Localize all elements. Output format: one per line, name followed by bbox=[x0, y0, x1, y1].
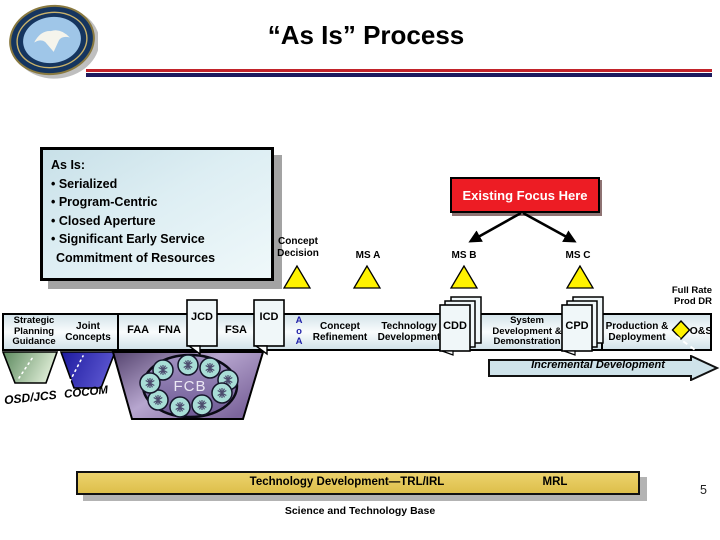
doc-cpd: CPD bbox=[561, 296, 605, 356]
process-bar: Strategic Planning Guidance Joint Concep… bbox=[2, 313, 712, 351]
phase-fsa: FSA bbox=[225, 324, 247, 336]
fcb-board bbox=[111, 351, 265, 420]
st-base-label: Science and Technology Base bbox=[284, 505, 436, 517]
fcb-member-icon bbox=[139, 372, 161, 394]
phase-os: O&S bbox=[689, 325, 713, 337]
doc-icd-label: ICD bbox=[259, 311, 279, 323]
fcb-member-icon bbox=[199, 357, 221, 379]
stakeholder-funnels bbox=[1, 351, 117, 389]
document-stack-icon bbox=[561, 296, 604, 356]
focus-arrow-right bbox=[522, 211, 577, 243]
doc-cdd-label: CDD bbox=[443, 320, 467, 332]
mrl-label: MRL bbox=[542, 476, 568, 488]
doc-cpd-label: CPD bbox=[565, 320, 589, 332]
phase-concept-refinement: Concept Refinement bbox=[312, 321, 368, 343]
funnel-osd-jcs bbox=[1, 351, 59, 384]
phase-technology-development: Technology Development bbox=[377, 321, 441, 343]
fcb-member-icon bbox=[177, 354, 199, 376]
bar-divider bbox=[117, 315, 119, 349]
as-is-line: • Serialized bbox=[51, 176, 118, 191]
doc-jcd: JCD bbox=[186, 299, 218, 357]
tech-dev-bar-label: Technology Development—TRL/IRL bbox=[249, 476, 445, 488]
milestone-label-ms-b: MS B bbox=[451, 250, 477, 261]
full-rate-prod-dr-label: Full Rate Prod DR bbox=[671, 285, 712, 307]
funnel-highlight bbox=[18, 356, 34, 379]
milestone-label-concept-decision: Concept Decision bbox=[277, 236, 319, 259]
as-is-line: • Significant Early Service bbox=[51, 232, 205, 246]
funnel-highlight bbox=[69, 355, 84, 382]
document-icon bbox=[186, 299, 218, 356]
as-is-line: As Is: bbox=[51, 158, 86, 172]
page-number: 5 bbox=[700, 483, 707, 497]
page-title: “As Is” Process bbox=[267, 20, 465, 50]
doc-icd: ICD bbox=[253, 299, 285, 357]
phase-system-development-demonstration: System Development & Demonstration bbox=[492, 315, 562, 347]
focus-arrow-left bbox=[468, 211, 522, 243]
aoa-label: A o A bbox=[295, 315, 303, 347]
doc-cdd: CDD bbox=[439, 296, 483, 356]
doc-jcd-label: JCD bbox=[190, 311, 213, 323]
header-rule-red bbox=[86, 69, 712, 72]
phase-joint-concepts: Joint Concepts bbox=[65, 321, 111, 343]
funnel-cocom bbox=[59, 351, 117, 389]
fcb-label: FCB bbox=[173, 378, 207, 395]
milestone-label-ms-a: MS A bbox=[355, 250, 381, 261]
tech-dev-bar: Technology Development—TRL/IRL MRL bbox=[76, 471, 640, 495]
phase-production-deployment: Production & Deployment bbox=[605, 321, 669, 343]
fcb-member-icon bbox=[169, 396, 191, 418]
milestone-triangle-concept-decision bbox=[282, 264, 312, 289]
incremental-development-label: Incremental Development bbox=[531, 359, 665, 371]
as-is-box: As Is: • Serialized • Program-Centric • … bbox=[40, 147, 274, 281]
phase-faa-fna: FAA FNA bbox=[127, 324, 181, 336]
header-rule-navy bbox=[86, 73, 712, 77]
as-is-line: • Closed Aperture bbox=[51, 213, 156, 228]
fcb-member-icon bbox=[191, 394, 213, 416]
existing-focus-callout: Existing Focus Here bbox=[450, 177, 600, 213]
document-icon bbox=[253, 299, 285, 356]
milestone-triangle-ms-a bbox=[352, 264, 382, 289]
dod-seal-logo bbox=[9, 4, 98, 79]
as-is-line: Commitment of Resources bbox=[56, 250, 216, 265]
document-stack-icon bbox=[439, 296, 482, 356]
milestone-triangle-ms-c bbox=[565, 264, 595, 289]
as-is-line: • Program-Centric bbox=[51, 195, 158, 209]
milestone-label-ms-c: MS C bbox=[565, 250, 591, 261]
milestone-triangle-ms-b bbox=[449, 264, 479, 289]
phase-strategic-planning-guidance: Strategic Planning Guidance bbox=[12, 315, 56, 347]
